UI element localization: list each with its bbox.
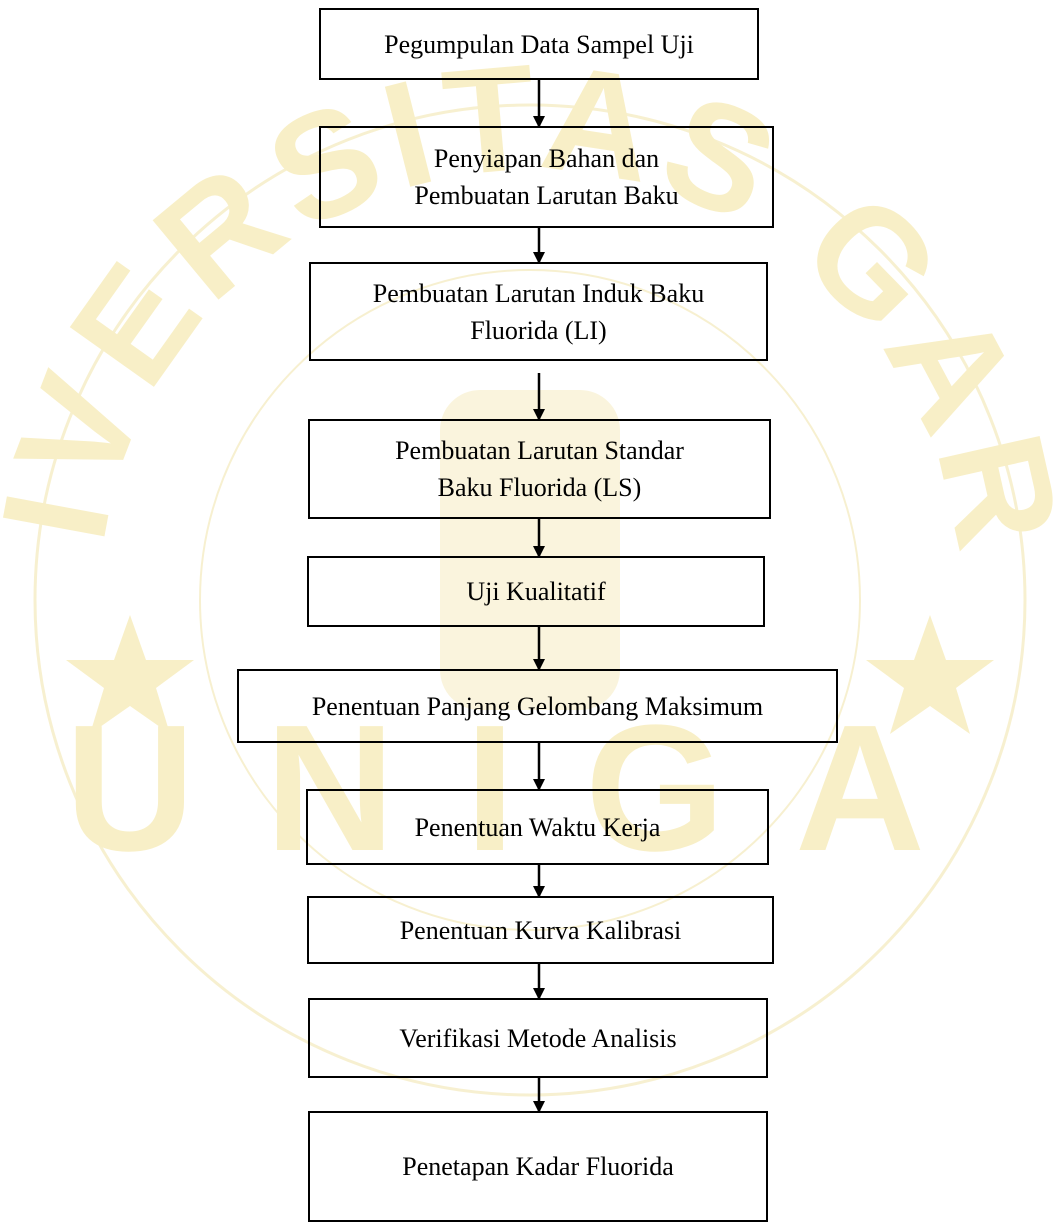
- step-label: Penetapan Kadar Fluorida: [402, 1152, 674, 1181]
- step-box: Penentuan Kurva Kalibrasi: [307, 896, 774, 964]
- step-label: Baku Fluorida (LS): [437, 473, 642, 502]
- step-label: Pegumpulan Data Sampel Uji: [384, 29, 694, 59]
- step-label: Penentuan Waktu Kerja: [414, 812, 661, 842]
- step-label: Uji Kualitatif: [466, 577, 606, 606]
- step-box: Verifikasi Metode Analisis: [308, 998, 768, 1078]
- step-label: Fluorida (LI): [470, 315, 607, 345]
- step-box: Penyiapan Bahan dan Pembuatan Larutan Ba…: [319, 126, 774, 228]
- step-label: Pembuatan Larutan Standar: [395, 436, 684, 465]
- step-label: Penentuan Kurva Kalibrasi: [399, 915, 682, 945]
- step-box: Pembuatan Larutan Induk Baku Fluorida (L…: [309, 262, 768, 361]
- step-box: Penentuan Waktu Kerja: [306, 789, 769, 865]
- step-label: Penentuan Panjang Gelombang Maksimum: [311, 691, 764, 721]
- step-label: Penyiapan Bahan dan: [433, 144, 660, 173]
- step-label: Pembuatan Larutan Induk Baku: [372, 278, 705, 308]
- step-label: Pembuatan Larutan Baku: [414, 181, 679, 210]
- step-label: Verifikasi Metode Analisis: [399, 1023, 677, 1053]
- step-box: Penentuan Panjang Gelombang Maksimum: [237, 669, 838, 743]
- step-box: Pembuatan Larutan Standar Baku Fluorida …: [308, 419, 771, 519]
- step-box: Pegumpulan Data Sampel Uji: [319, 8, 759, 80]
- svg-text:UNIGA: UNIGA: [65, 688, 995, 889]
- step-box: Penetapan Kadar Fluorida: [308, 1111, 768, 1222]
- step-box: Uji Kualitatif: [307, 556, 765, 627]
